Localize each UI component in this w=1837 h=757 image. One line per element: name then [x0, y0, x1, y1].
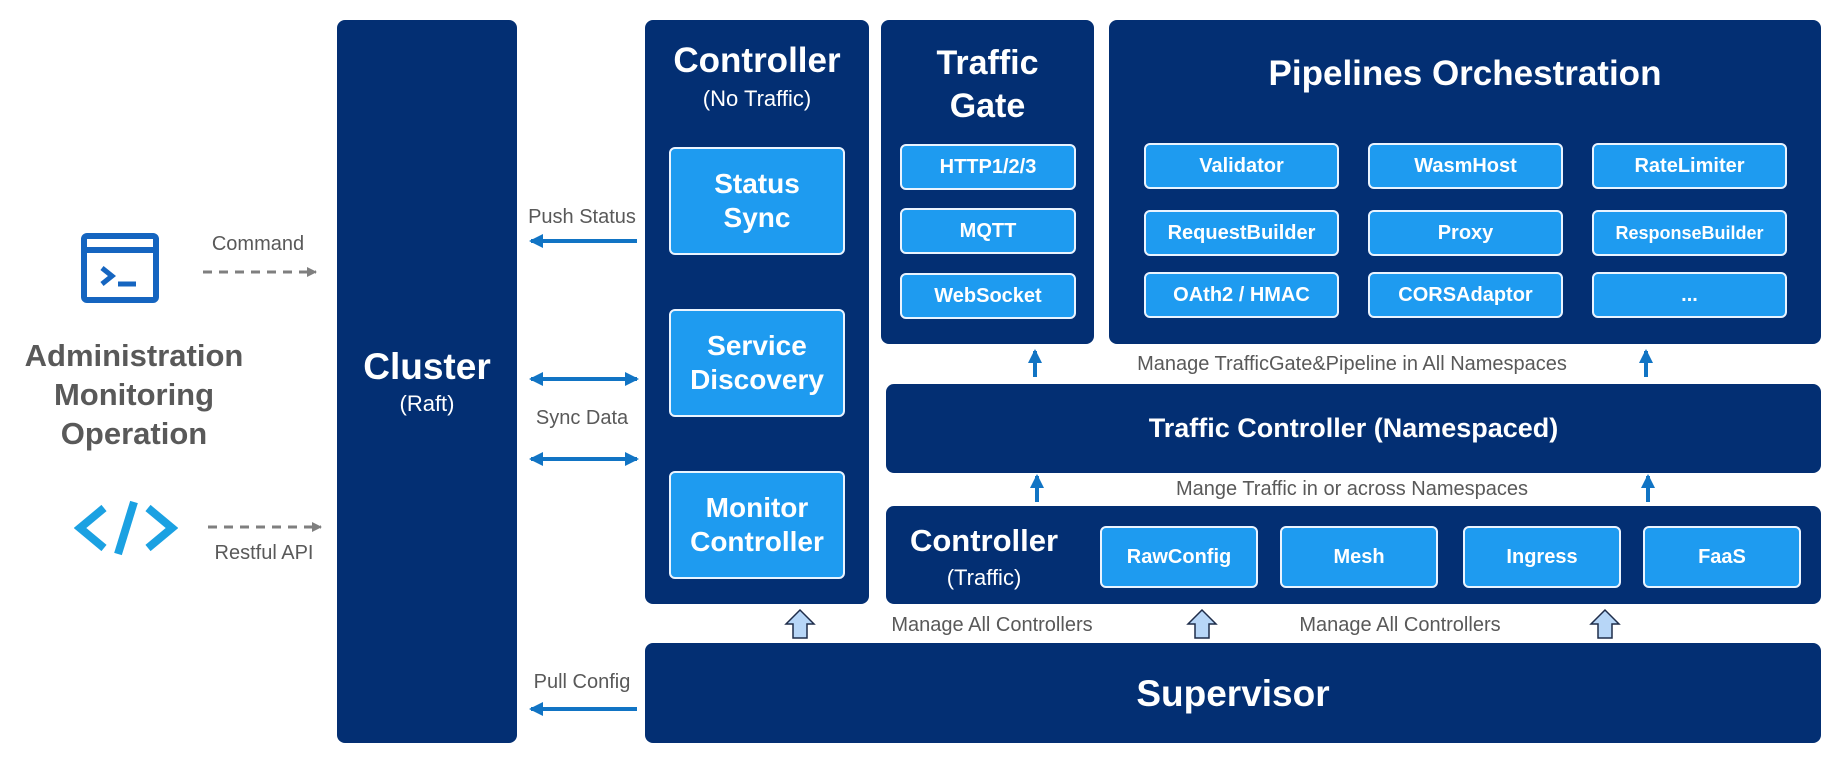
role-operation: Operation — [60, 416, 208, 451]
pipeline-responsebuilder-chip: ResponseBuilder — [1592, 210, 1787, 256]
manage-controllers-label-1: Manage All Controllers — [891, 614, 1093, 636]
pipeline-corsadaptor-chip: CORSAdaptor — [1368, 272, 1563, 318]
traffic-gate-title-line2: Gate — [949, 87, 1026, 125]
controller-traffic-subtitle: (Traffic) — [946, 565, 1022, 590]
cluster-panel: Cluster (Raft) — [337, 20, 517, 743]
sync-data-label: Sync Data — [535, 407, 629, 429]
controller-title: Controller — [673, 41, 841, 80]
pipeline-ratelimiter-chip: RateLimiter — [1592, 143, 1787, 189]
controller-traffic-title: Controller — [909, 523, 1059, 558]
terminal-icon — [80, 232, 160, 304]
monitor-controller-line1: Monitor — [705, 492, 809, 523]
controller-no-traffic-panel: Controller (No Traffic) Status Sync Serv… — [645, 20, 869, 604]
manage-controllers-label-2: Manage All Controllers — [1299, 614, 1501, 636]
gate-mqtt-chip: MQTT — [900, 208, 1076, 254]
controller-rawconfig-chip: RawConfig — [1100, 526, 1258, 588]
hollow-up-arrow-2 — [1186, 608, 1218, 639]
traffic-gate-title: Traffic Gate — [881, 42, 1094, 128]
pipeline-more-chip: ... — [1592, 272, 1787, 318]
cluster-subtitle: (Raft) — [399, 391, 455, 416]
pipelines-title: Pipelines Orchestration — [1268, 54, 1662, 93]
pipeline-wasmhost-chip: WasmHost — [1368, 143, 1563, 189]
admin-roles: Administration Monitoring Operation — [0, 336, 268, 453]
cluster-title: Cluster — [363, 346, 491, 387]
hollow-up-arrow-3 — [1589, 608, 1621, 639]
pipeline-validator-chip: Validator — [1144, 143, 1339, 189]
gate-websocket-chip: WebSocket — [900, 273, 1076, 319]
controller-subtitle: (No Traffic) — [702, 86, 812, 111]
status-sync-line1: Status — [714, 168, 800, 199]
hollow-up-arrow-1 — [784, 608, 816, 639]
pipeline-proxy-chip: Proxy — [1368, 210, 1563, 256]
monitor-controller-line2: Controller — [690, 526, 824, 557]
restful-api-label: Restful API — [214, 542, 314, 564]
code-icon — [73, 498, 179, 558]
traffic-gate-panel: Traffic Gate HTTP1/2/3 MQTT WebSocket — [881, 20, 1094, 344]
traffic-controller-title: Traffic Controller (Namespaced) — [1148, 413, 1559, 443]
status-sync-chip: Status Sync — [669, 147, 845, 255]
manage-gate-pipeline-label: Manage TrafficGate&Pipeline in All Names… — [1137, 353, 1567, 375]
controller-ingress-chip: Ingress — [1463, 526, 1621, 588]
supervisor-panel: Supervisor — [645, 643, 1821, 743]
supervisor-title: Supervisor — [1136, 673, 1330, 714]
traffic-gate-title-line1: Traffic — [936, 44, 1039, 82]
service-discovery-chip: Service Discovery — [669, 309, 845, 417]
push-status-label: Push Status — [528, 206, 636, 228]
status-sync-line2: Sync — [723, 202, 791, 233]
traffic-controller-panel: Traffic Controller (Namespaced) — [886, 384, 1821, 473]
controller-traffic-panel: Controller (Traffic) RawConfig Mesh Ingr… — [886, 506, 1821, 604]
controller-mesh-chip: Mesh — [1280, 526, 1438, 588]
role-monitoring: Monitoring — [53, 377, 215, 412]
manage-traffic-label: Mange Traffic in or across Namespaces — [1175, 478, 1528, 500]
service-discovery-line1: Service — [707, 330, 807, 361]
pipeline-oauth-hmac-chip: OAth2 / HMAC — [1144, 272, 1339, 318]
monitor-controller-chip: Monitor Controller — [669, 471, 845, 579]
controller-faas-chip: FaaS — [1643, 526, 1801, 588]
pipelines-panel: Pipelines Orchestration Validator WasmHo… — [1109, 20, 1821, 344]
command-label: Command — [211, 233, 305, 255]
pull-config-label: Pull Config — [533, 671, 631, 693]
role-administration: Administration — [24, 338, 244, 373]
pipeline-requestbuilder-chip: RequestBuilder — [1144, 210, 1339, 256]
gate-http-chip: HTTP1/2/3 — [900, 144, 1076, 190]
service-discovery-line2: Discovery — [690, 364, 824, 395]
